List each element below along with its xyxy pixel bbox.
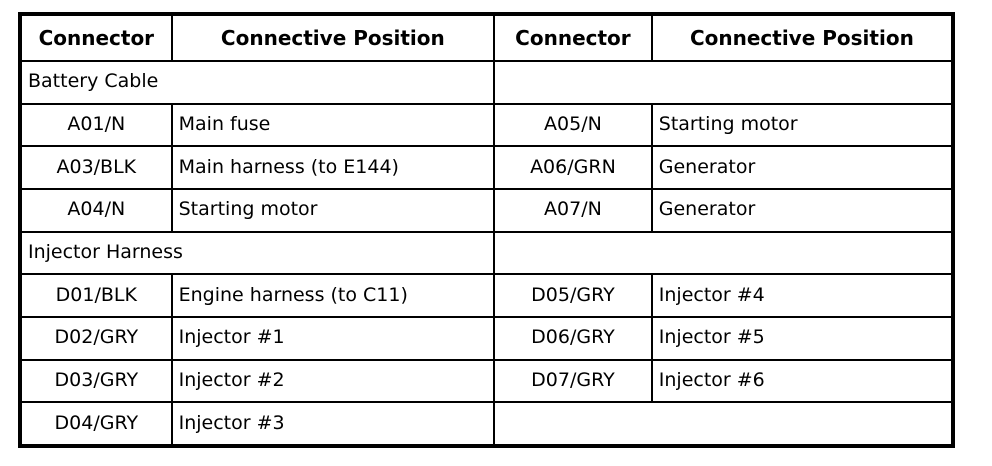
cell-left-connector: A04/N	[19, 187, 173, 233]
table-header: Connector Connective Position Connector …	[19, 13, 955, 62]
cell-left-connector: D01/BLK	[19, 273, 173, 318]
table-row: D03/GRY Injector #2 D07/GRY Injector #6	[19, 358, 955, 404]
cell-right-connector: A06/GRN	[493, 145, 653, 190]
cell-left-position: Main fuse	[170, 102, 496, 148]
cell-left-connector: A03/BLK	[19, 145, 173, 190]
table-row: D02/GRY Injector #1 D06/GRY Injector #5	[19, 315, 955, 361]
column-header-connector-left: Connector	[19, 13, 173, 62]
table-row: A01/N Main fuse A05/N Starting motor	[19, 102, 955, 148]
section-title-battery-cable: Battery Cable	[18, 60, 496, 105]
table-body: Battery Cable A01/N Main fuse A05/N Star…	[18, 60, 955, 447]
cell-left-position: Starting motor	[170, 187, 496, 233]
section-header-row: Battery Cable	[18, 60, 954, 105]
cell-left-connector: A01/N	[19, 102, 173, 148]
cell-right-connector: D07/GRY	[493, 358, 653, 404]
cell-right-position: Injector #5	[650, 315, 955, 361]
section-blank-cell	[493, 230, 954, 276]
header-row: Connector Connective Position Connector …	[19, 13, 955, 62]
cell-left-position: Injector #1	[170, 315, 496, 361]
cell-right-connector: A05/N	[493, 102, 653, 148]
cell-left-position: Main harness (to E144)	[170, 145, 496, 190]
table-row: A04/N Starting motor A07/N Generator	[19, 187, 955, 233]
table-row: D04/GRY Injector #3	[19, 401, 954, 447]
cell-empty-right	[493, 401, 954, 447]
cell-left-position: Injector #3	[170, 401, 496, 447]
section-header-row: Injector Harness	[18, 230, 954, 276]
table-row: D01/BLK Engine harness (to C11) D05/GRY …	[19, 273, 955, 318]
column-header-connective-position-right: Connective Position	[650, 13, 955, 62]
column-header-connective-position-left: Connective Position	[170, 13, 496, 62]
cell-left-connector: D03/GRY	[19, 358, 173, 404]
cell-right-connector: D06/GRY	[493, 315, 653, 361]
section-blank-cell	[493, 60, 954, 105]
cell-right-connector: D05/GRY	[493, 273, 653, 318]
cell-right-position: Generator	[650, 145, 955, 190]
cell-right-connector: A07/N	[493, 187, 653, 233]
cell-left-connector: D04/GRY	[19, 401, 173, 447]
cell-left-connector: D02/GRY	[19, 315, 173, 361]
cell-right-position: Starting motor	[650, 102, 955, 148]
cell-left-position: Injector #2	[170, 358, 496, 404]
table-row: A03/BLK Main harness (to E144) A06/GRN G…	[19, 145, 955, 190]
section-title-injector-harness: Injector Harness	[18, 230, 496, 276]
cell-right-position: Generator	[650, 187, 955, 233]
column-header-connector-right: Connector	[493, 13, 653, 62]
connector-reference-table: Connector Connective Position Connector …	[18, 12, 955, 448]
cell-right-position: Injector #4	[650, 273, 955, 318]
connector-table-container: Connector Connective Position Connector …	[18, 12, 955, 448]
cell-right-position: Injector #6	[650, 358, 955, 404]
cell-left-position: Engine harness (to C11)	[170, 273, 496, 318]
